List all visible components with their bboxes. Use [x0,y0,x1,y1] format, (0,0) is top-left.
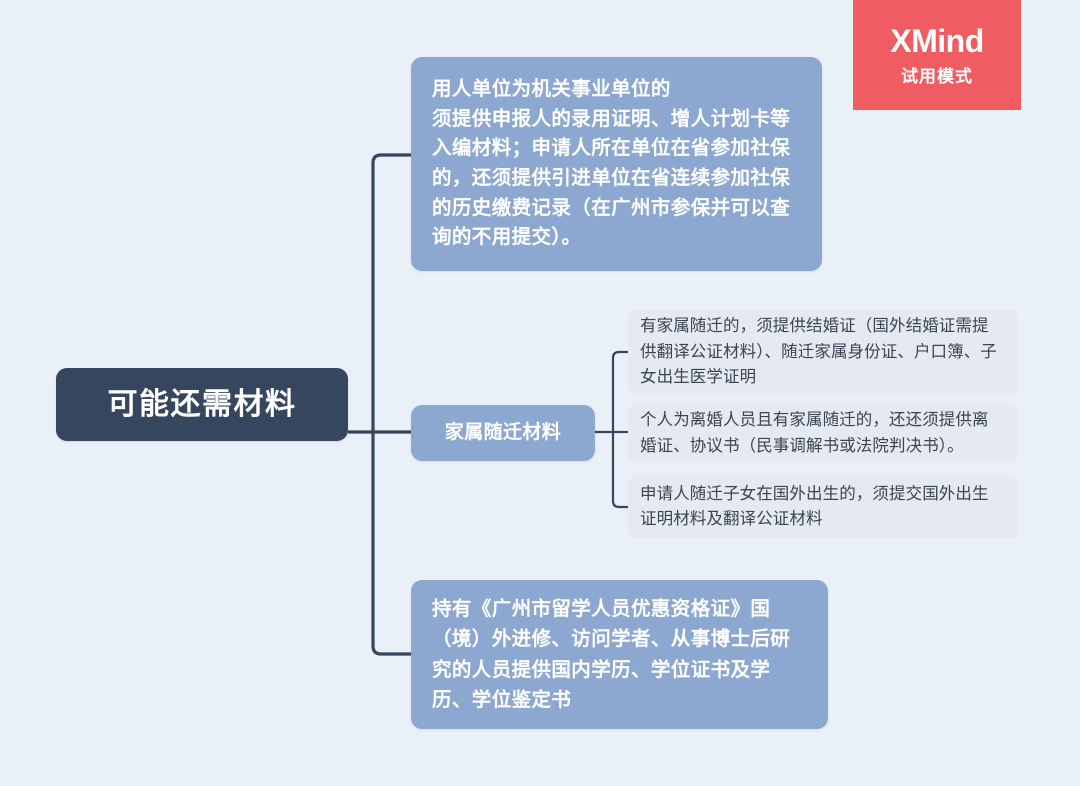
leaf-node-overseas-birth-documents[interactable]: 申请人随迁子女在国外出生的，须提交国外出生证明材料及翻译公证材料 [628,476,1018,538]
leaf-node-divorce-documents[interactable]: 个人为离婚人员且有家属随迁的，还还须提供离婚证、协议书（民事调解书或法院判决书）… [628,404,1018,463]
leaf-node-label: 申请人随迁子女在国外出生的，须提交国外出生证明材料及翻译公证材料 [640,484,989,528]
branch-node-label: 持有《广州市留学人员优惠资格证》国（境）外进修、访问学者、从事博士后研究的人员提… [432,598,791,711]
root-node[interactable]: 可能还需材料 [56,368,348,441]
xmind-logo-text: XMind [890,23,984,59]
leaf-node-label: 个人为离婚人员且有家属随迁的，还还须提供离婚证、协议书（民事调解书或法院判决书）… [640,411,989,455]
xmind-trial-watermark: XMind 试用模式 [853,0,1021,110]
trial-mode-label: 试用模式 [901,67,973,86]
leaf-node-label: 有家属随迁的，须提供结婚证（国外结婚证需提供翻译公证材料）、随迁家属身份证、户口… [640,317,997,387]
branch-node-overseas-study-credentials[interactable]: 持有《广州市留学人员优惠资格证》国（境）外进修、访问学者、从事博士后研究的人员提… [411,580,828,729]
root-node-label: 可能还需材料 [107,387,297,421]
branch-node-label: 家属随迁材料 [444,421,562,443]
branch-node-label: 用人单位为机关事业单位的 须提供申报人的录用证明、增人计划卡等入编材料；申请人所… [432,78,791,249]
branch-node-family-relocation[interactable]: 家属随迁材料 [411,405,595,461]
leaf-node-marriage-documents[interactable]: 有家属随迁的，须提供结婚证（国外结婚证需提供翻译公证材料）、随迁家属身份证、户口… [628,310,1018,395]
branch-node-employer-requirements[interactable]: 用人单位为机关事业单位的 须提供申报人的录用证明、增人计划卡等入编材料；申请人所… [411,57,822,271]
